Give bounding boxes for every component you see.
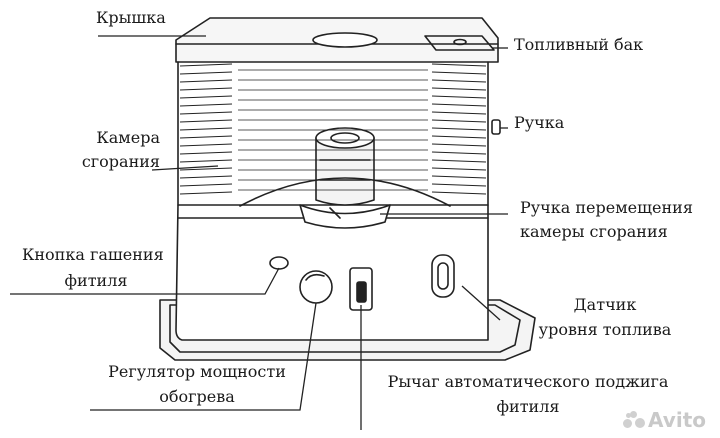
grille-slat-left — [179, 159, 233, 163]
label-regulator-line1: Регулятор мощности — [108, 362, 286, 381]
label-chamber-line2: сгорания — [81, 152, 160, 171]
label-wick-button-line2: фитиля — [64, 271, 128, 290]
label-chamber-line1: Камера — [96, 128, 160, 147]
grille-slat-right — [431, 175, 487, 179]
fuel-tank-cap — [424, 35, 495, 51]
grille-slat-right — [431, 95, 487, 99]
label-move-handle-line2: камеры сгорания — [520, 222, 668, 241]
grille-slat-right — [431, 63, 487, 67]
grille-slat-left — [179, 79, 233, 83]
heater-lower-housing — [175, 204, 489, 341]
avito-watermark-text: Avito — [648, 408, 706, 432]
wick-button — [269, 256, 289, 270]
fuel-gauge — [431, 254, 455, 298]
grille-slat-left — [179, 175, 233, 179]
avito-watermark: Avito — [623, 408, 706, 432]
label-lid: Крышка — [96, 8, 166, 27]
grille-slat-right — [431, 183, 487, 187]
grille-slat-left — [179, 135, 233, 139]
regulator-knob — [299, 270, 333, 304]
grille-slat-right — [431, 167, 487, 171]
label-wick-button-line1: Кнопка гашения — [22, 245, 164, 264]
label-fuel-sensor-line1: Датчик — [573, 295, 637, 314]
grille-slat-left — [179, 191, 233, 195]
grille-slat-left — [179, 103, 233, 107]
grille-slat-right — [431, 151, 487, 155]
label-fuel-sensor-line2: уровня топлива — [538, 320, 672, 339]
grille-slat-right — [431, 143, 487, 147]
grille-slat-left — [179, 143, 233, 147]
grille-slat-left — [179, 111, 233, 115]
grille-slat-right — [431, 119, 487, 123]
grille-slat-right — [431, 103, 487, 107]
grille-slat-right — [431, 71, 487, 75]
label-ignition-line1: Рычаг автоматического поджига — [387, 372, 669, 391]
grille-slat-left — [179, 95, 233, 99]
grille-slat-left — [179, 63, 233, 67]
grille-slat-right — [431, 191, 487, 195]
grille-slat-right — [431, 127, 487, 131]
grille-slat-right — [431, 79, 487, 83]
grille-slat-left — [179, 183, 233, 187]
label-move-handle-line1: Ручка перемещения — [520, 198, 693, 217]
grille-slat-left — [179, 127, 233, 131]
label-regulator-line2: обогрева — [159, 387, 235, 406]
grille-slat-right — [431, 87, 487, 91]
label-ignition-line2: фитиля — [496, 397, 560, 416]
label-fuel-tank: Топливный бак — [514, 35, 644, 54]
grille-slat-left — [179, 119, 233, 123]
grille-slat-right — [431, 159, 487, 163]
grille-slat-left — [179, 71, 233, 75]
grille-slat-left — [179, 167, 233, 171]
grille-slat-left — [179, 87, 233, 91]
grille-slat-right — [431, 111, 487, 115]
label-handle: Ручка — [514, 113, 565, 132]
grille-slat-right — [431, 135, 487, 139]
avito-logo-icon — [623, 410, 646, 430]
grille-slat-left — [179, 151, 233, 155]
